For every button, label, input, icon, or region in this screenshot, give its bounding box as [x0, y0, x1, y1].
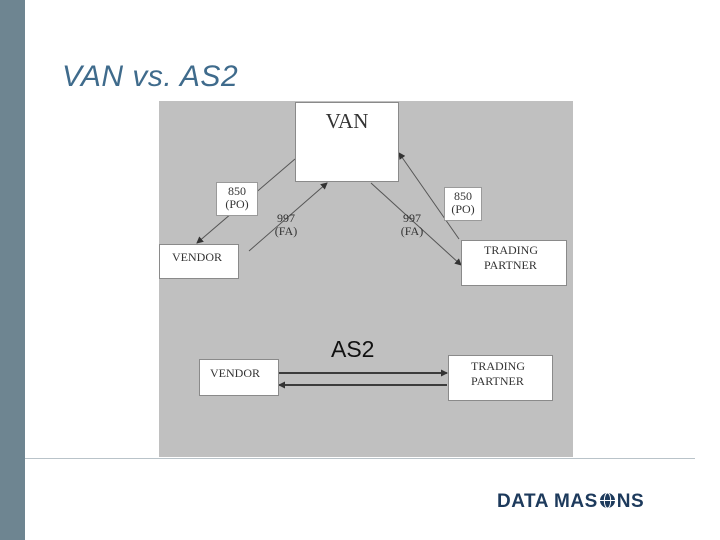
- trading-partner-line1-van: TRADING: [484, 243, 538, 257]
- arrow-vendor-to-van: [248, 182, 328, 252]
- globe-icon: [599, 492, 615, 509]
- trading-partner-line2-as2: PARTNER: [471, 374, 524, 388]
- label-850-po-left: 850 (PO): [216, 182, 258, 216]
- label-997-left-code: 997: [277, 211, 295, 225]
- arrow-partner-to-van: [398, 152, 460, 240]
- label-997-left-doc: (FA): [274, 224, 298, 238]
- trading-partner-line1-as2: TRADING: [471, 359, 525, 373]
- label-850-left-doc: (PO): [225, 197, 249, 211]
- trading-partner-box-as2: TRADING PARTNER: [448, 355, 553, 401]
- label-997-fa-left: 997 (FA): [269, 212, 303, 238]
- label-850-left-code: 850: [228, 184, 246, 198]
- data-masons-logo: DATA MAS NS: [497, 491, 685, 513]
- trading-partner-line2-van: PARTNER: [484, 258, 537, 272]
- footer-divider: [25, 458, 695, 459]
- as2-label: AS2: [331, 336, 375, 362]
- vendor-box-van: VENDOR: [159, 244, 239, 279]
- trading-partner-box-van: TRADING PARTNER: [461, 240, 567, 286]
- label-997-fa-right: 997 (FA): [395, 212, 429, 238]
- left-sidebar-bar: [0, 0, 25, 540]
- label-850-po-right: 850 (PO): [444, 187, 482, 221]
- logo-text-start: DATA MAS: [497, 491, 598, 512]
- logo-text-end: NS: [616, 491, 645, 512]
- connector-layer: [196, 152, 462, 389]
- slide-title: VAN vs. AS2: [62, 60, 239, 93]
- label-850-right-code: 850: [454, 189, 472, 203]
- van-label: VAN: [325, 109, 369, 133]
- van-box: VAN: [295, 102, 399, 182]
- vendor-box-as2: VENDOR: [199, 359, 279, 396]
- label-997-right-doc: (FA): [400, 224, 424, 238]
- diagram-panel: VAN 850 (PO) 997 (FA) 997 (FA) 850 (PO) …: [159, 101, 573, 457]
- label-850-right-doc: (PO): [451, 202, 475, 216]
- vendor-label-van: VENDOR: [172, 250, 222, 264]
- arrow-van-to-partner: [370, 182, 462, 266]
- vendor-label-as2: VENDOR: [210, 366, 260, 380]
- label-997-right-code: 997: [403, 211, 421, 225]
